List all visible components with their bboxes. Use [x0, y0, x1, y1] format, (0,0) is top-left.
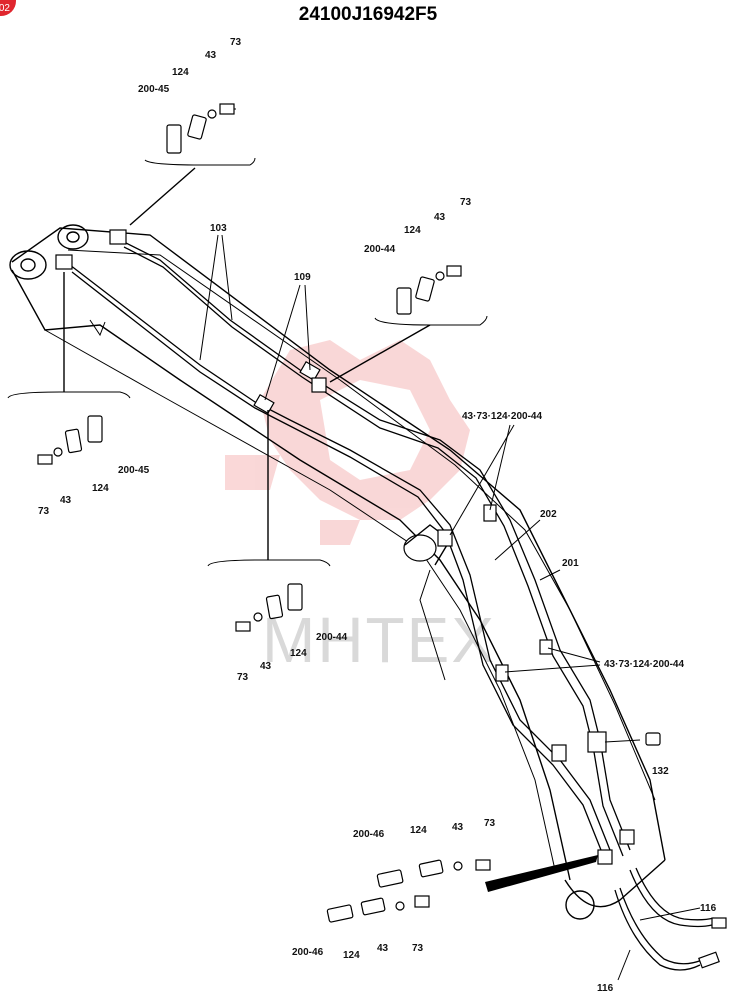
label-116-bottom: 116 [597, 983, 614, 994]
label-200-44-right: 200-44 [364, 244, 396, 255]
label-73-middle: 73 [237, 672, 249, 683]
diagram-title: 24100J16942F5 [298, 4, 438, 25]
label-73-b1: 73 [484, 818, 496, 829]
boom-structure [9, 224, 666, 920]
label-43-right: 43 [434, 212, 446, 223]
callout-labels: 200-45 124 43 73 200-44 124 43 73 73 43 … [38, 37, 717, 994]
label-124-b2: 124 [343, 950, 360, 961]
hardware-right-top [396, 265, 462, 315]
label-124-top: 124 [172, 67, 189, 78]
label-73-right: 73 [460, 197, 472, 208]
label-73-left: 73 [38, 506, 50, 517]
hardware-bottom1 [376, 859, 491, 888]
label-124-right: 124 [404, 225, 421, 236]
label-43-top: 43 [205, 50, 217, 61]
label-200-45-left: 200-45 [118, 465, 150, 476]
label-43-left: 43 [60, 495, 72, 506]
watermark-logo [225, 340, 470, 545]
label-202: 202 [540, 509, 557, 520]
label-43-b2: 43 [377, 943, 389, 954]
hardware-left [37, 415, 103, 465]
hardware-top [166, 103, 236, 154]
label-124-left: 124 [92, 483, 109, 494]
label-124-middle: 124 [290, 648, 307, 659]
hardware-132 [645, 732, 661, 746]
label-73-top: 73 [230, 37, 242, 48]
label-group-upper: 43·73·124·200-44 [462, 411, 542, 422]
label-43-b1: 43 [452, 822, 464, 833]
label-200-46-b1: 200-46 [353, 829, 385, 840]
label-73-b2: 73 [412, 943, 424, 954]
callout-leaders [7, 157, 701, 981]
label-103: 103 [210, 223, 227, 234]
label-200-44-middle: 200-44 [316, 632, 348, 643]
label-201: 201 [562, 558, 579, 569]
label-200-45-top: 200-45 [138, 84, 170, 95]
hardware-bottom2 [326, 895, 430, 923]
label-132: 132 [652, 766, 669, 777]
hydraulic-pipes [55, 229, 727, 971]
label-43-middle: 43 [260, 661, 272, 672]
label-124-b1: 124 [410, 825, 427, 836]
label-group-lower: 43·73·124·200-44 [604, 659, 684, 670]
label-200-46-b2: 200-46 [292, 947, 324, 958]
hardware-middle [235, 583, 303, 632]
watermark-text: MHTEX [262, 604, 496, 676]
label-109: 109 [294, 272, 311, 283]
label-116-right: 116 [700, 903, 717, 914]
